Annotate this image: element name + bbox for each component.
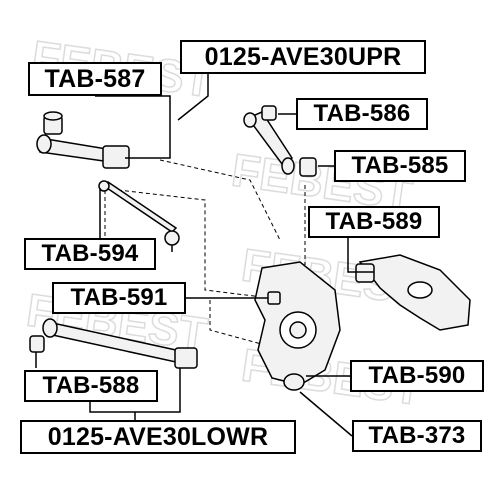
label-tab-590: TAB-590 xyxy=(350,360,484,392)
knuckle-589 xyxy=(355,254,471,331)
leader-589 xyxy=(347,236,374,273)
main-knuckle xyxy=(254,261,341,391)
assembly-guides xyxy=(104,159,306,346)
label-tab-589: TAB-589 xyxy=(308,206,440,238)
bushing-587 xyxy=(43,111,63,135)
bushing-585 xyxy=(281,157,317,177)
label-tab-594: TAB-594 xyxy=(24,238,156,270)
lower-control-arm xyxy=(42,318,198,369)
bushing-588 xyxy=(29,335,45,353)
stabilizer-link-594 xyxy=(98,180,180,252)
label-tab-588: TAB-588 xyxy=(24,370,158,402)
label-tab-585: TAB-585 xyxy=(334,150,466,182)
upper-control-arm xyxy=(36,134,130,169)
label-upper-arm: 0125-AVE30UPR xyxy=(180,40,426,74)
label-tab-591: TAB-591 xyxy=(52,282,186,314)
upper-arm-586 xyxy=(243,105,294,165)
label-tab-373: TAB-373 xyxy=(352,420,482,452)
label-tab-587: TAB-587 xyxy=(28,62,162,96)
leader-lines xyxy=(35,72,374,437)
label-lower-arm: 0125-AVE30LOWR xyxy=(20,420,296,454)
label-tab-586: TAB-586 xyxy=(296,98,428,130)
leader-upr xyxy=(177,72,209,121)
leader-373 xyxy=(299,391,353,437)
leader-587 xyxy=(95,95,171,159)
